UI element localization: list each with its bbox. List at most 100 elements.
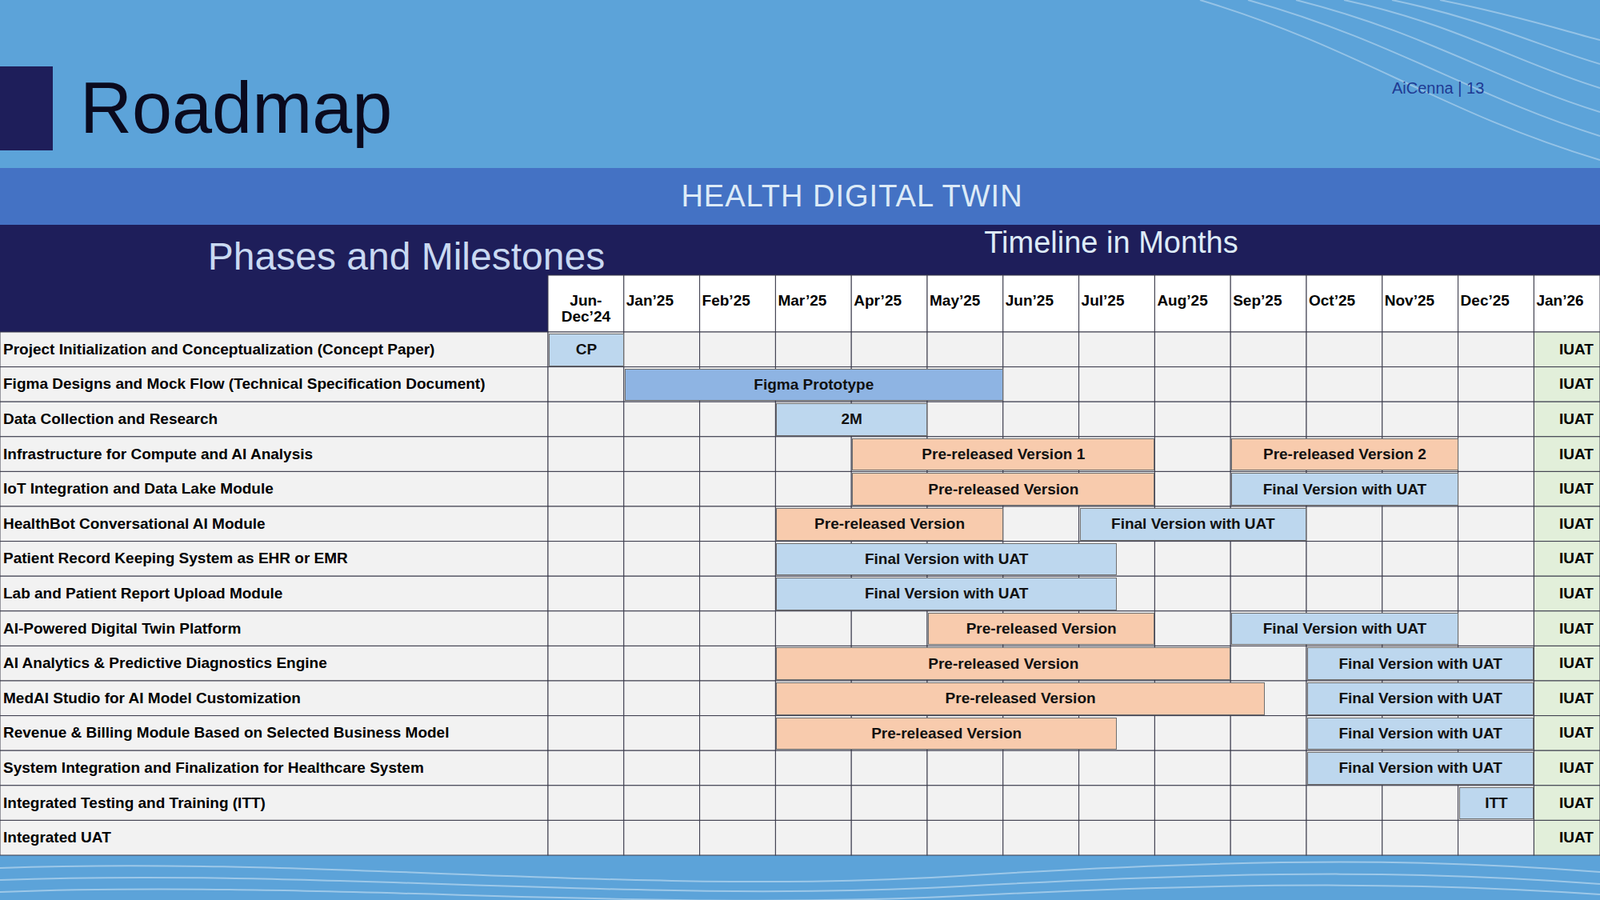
month-header: Nov’25 — [1382, 275, 1459, 332]
table-cell — [548, 611, 624, 647]
row-name: Infrastructure for Compute and AI Analys… — [0, 436, 548, 472]
table-cell — [1458, 576, 1535, 612]
timeline-bar: Pre-released Version — [776, 717, 1117, 751]
table-cell — [1458, 820, 1535, 856]
timeline-bar: 2M — [776, 403, 928, 436]
month-header: Apr’25 — [851, 275, 928, 332]
table-cell — [1154, 750, 1231, 786]
table-cell — [0, 820, 548, 856]
row-name-text: Lab and Patient Report Upload Module — [3, 585, 283, 602]
table-grid — [0, 275, 1600, 856]
table-cell — [700, 785, 776, 821]
table-cell — [700, 506, 776, 542]
table-cell — [624, 716, 700, 752]
table-cell — [624, 332, 700, 368]
section-heading-text: Phases and Milestones — [208, 236, 605, 277]
table-cell-text: IUAT — [1559, 411, 1594, 428]
timeline-bar: Pre-released Version — [928, 612, 1155, 646]
table-cell — [0, 367, 548, 403]
row-name: Revenue & Billing Module Based on Select… — [0, 716, 548, 752]
table-cell — [548, 471, 624, 507]
table-cell — [1230, 716, 1307, 752]
month-header-text: May’25 — [929, 292, 980, 309]
row-name: Integrated UAT — [0, 820, 548, 856]
bar-label: Pre-released Version 2 — [1263, 445, 1427, 464]
table-cell — [1154, 367, 1231, 403]
table-cell — [775, 275, 852, 332]
table-cell — [1458, 541, 1535, 577]
table-cell — [548, 367, 624, 403]
timeline-bar: Final Version with UAT — [1307, 682, 1534, 716]
timeline-bar: Pre-released Version 2 — [1231, 438, 1458, 472]
table-cell — [1230, 750, 1307, 786]
table-cell — [548, 576, 624, 612]
bar-label: Final Version with UAT — [1338, 759, 1502, 777]
row-name: Lab and Patient Report Upload Module — [0, 576, 548, 612]
month-header-text: Jan’26 — [1536, 292, 1584, 309]
table-cell-text: IUAT — [1559, 341, 1594, 358]
table-cell — [548, 541, 624, 577]
table-cell — [624, 436, 700, 472]
table-cell — [700, 750, 776, 786]
month-header: Jan’26 — [1533, 275, 1600, 332]
table-cell — [851, 820, 928, 856]
table-cell — [1003, 401, 1080, 437]
bar-label: Final Version with UAT — [1338, 724, 1502, 743]
table-cell-text: IUAT — [1559, 724, 1594, 741]
table-cell — [927, 275, 1004, 332]
table-cell — [1154, 820, 1231, 856]
month-header-text: Apr’25 — [853, 292, 902, 309]
table-cell: IUAT — [1533, 576, 1600, 612]
table-cell — [1154, 785, 1231, 821]
table-cell — [624, 471, 700, 507]
month-header-text: Jun- Dec’24 — [550, 292, 622, 325]
table-cell — [0, 785, 548, 821]
table-cell: IUAT — [1533, 611, 1600, 647]
table-cell-text: IUAT — [1559, 760, 1594, 776]
bar-label: Final Version with UAT — [1263, 480, 1427, 499]
bar-label: Figma Prototype — [753, 376, 874, 394]
table-cell-text: IUAT — [1559, 585, 1594, 602]
bar-label: 2M — [840, 410, 862, 428]
table-cell — [1458, 436, 1535, 472]
table-cell — [1533, 471, 1600, 507]
table-cell-text: IUAT — [1559, 480, 1594, 497]
table-cell — [1382, 541, 1459, 577]
table-cell — [1079, 367, 1156, 403]
table-cell — [700, 471, 776, 507]
table-cell-text: IUAT — [1559, 690, 1594, 707]
row-name-text: Infrastructure for Compute and AI Analys… — [3, 446, 313, 463]
month-header-text: Feb’25 — [702, 292, 751, 309]
table-cell — [1230, 401, 1307, 437]
table-cell — [1306, 785, 1383, 821]
table-cell — [1533, 820, 1600, 856]
table-cell — [775, 820, 852, 856]
header-cell — [0, 275, 548, 332]
top-ground — [0, 0, 1600, 168]
title-marker — [0, 66, 53, 151]
timeline-bar: Pre-released Version — [852, 472, 1155, 506]
table-cell — [700, 576, 776, 612]
table-cell — [1003, 785, 1080, 821]
table-cell — [775, 611, 852, 647]
table-cell — [1533, 275, 1600, 332]
table-cell — [927, 332, 1004, 368]
table-cell — [1458, 785, 1535, 821]
table-cell — [851, 275, 928, 332]
bar-label: Pre-released Version — [928, 655, 1079, 673]
bar-label: Final Version with UAT — [1338, 689, 1502, 708]
table-cell — [775, 332, 852, 368]
month-header: Feb’25 — [700, 275, 776, 332]
table-cell — [624, 785, 700, 821]
bar-label: Pre-released Version — [945, 689, 1096, 708]
table-cell — [1230, 576, 1307, 612]
table-cell: IUAT — [1533, 367, 1600, 403]
page-number: AiCenna | 13 — [1392, 73, 1536, 103]
section-heading: Phases and Milestones — [64, 224, 749, 289]
table-cell — [1154, 401, 1231, 437]
table-cell — [1003, 750, 1080, 786]
table-cell — [1533, 750, 1600, 786]
table-cell — [775, 436, 852, 472]
table-cell — [624, 680, 700, 716]
table-cell — [1154, 275, 1231, 332]
